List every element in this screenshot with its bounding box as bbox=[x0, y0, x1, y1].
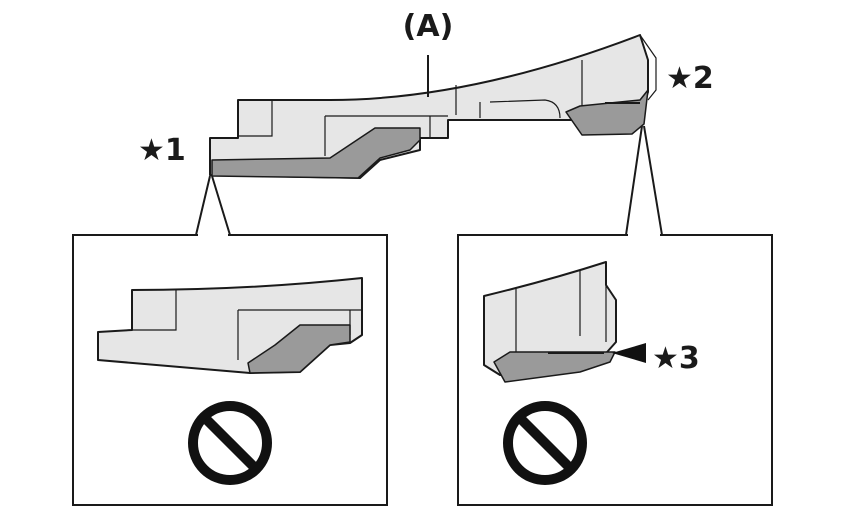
prohibition-icon bbox=[188, 401, 272, 485]
main-part bbox=[209, 34, 657, 179]
marker-1-label: ★1 bbox=[138, 133, 186, 168]
prohibition-icon bbox=[503, 401, 587, 485]
inset-right-inner-lines bbox=[515, 270, 607, 358]
inset-left-pad bbox=[247, 324, 351, 374]
inset-right: ★3 bbox=[457, 233, 773, 506]
arrow-left-icon bbox=[612, 343, 646, 363]
main-part-right-bevel bbox=[639, 34, 657, 101]
marker-3-label: ★3 bbox=[652, 341, 700, 376]
part-a-label: (A) bbox=[403, 9, 454, 44]
callout-right bbox=[625, 125, 663, 236]
marker-2-label: ★2 bbox=[666, 61, 714, 96]
main-part-pad-right bbox=[565, 89, 649, 136]
main-part-inner-lines bbox=[238, 60, 583, 156]
inset-left bbox=[72, 233, 388, 506]
main-part-pad-left bbox=[211, 127, 421, 179]
inset-right-pad bbox=[493, 351, 616, 383]
main-part-body bbox=[209, 34, 649, 179]
inset-left-inner-lines bbox=[132, 290, 362, 360]
callout-left bbox=[195, 175, 231, 236]
inset-right-part-body bbox=[483, 261, 617, 376]
